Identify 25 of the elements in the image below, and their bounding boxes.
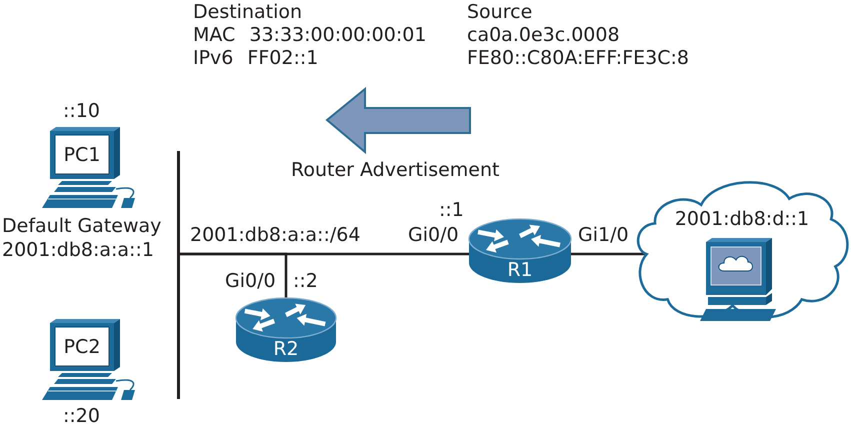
address-text: MAC 33:33:00:00:00:01 bbox=[193, 24, 426, 46]
ip-address: 2001:db8:d::1 bbox=[674, 208, 810, 230]
ip-address: ::1 bbox=[439, 199, 464, 221]
edge-label: 2001:db8:a:a::/64 bbox=[190, 224, 360, 246]
device-label: PC1 bbox=[64, 144, 100, 166]
arrow-caption: Router Advertisement bbox=[291, 159, 500, 181]
ip-address: ::10 bbox=[63, 100, 100, 122]
device-label: PC2 bbox=[64, 336, 100, 358]
interface-label: Gi0/0 bbox=[408, 224, 459, 246]
device-label: R1 bbox=[507, 259, 533, 281]
address-text: ca0a.0e3c.0008 bbox=[467, 24, 620, 46]
router bbox=[235, 297, 337, 363]
connection-line bbox=[571, 252, 647, 256]
ip-address: ::2 bbox=[293, 270, 318, 292]
router bbox=[468, 218, 572, 284]
interface-label: Gi0/0 bbox=[225, 270, 276, 292]
address-text: IPv6 FF02::1 bbox=[193, 47, 318, 69]
column-heading: Destination bbox=[193, 1, 302, 23]
network-segment bbox=[177, 151, 180, 399]
address-text: FE80::C80A:EFF:FE3C:8 bbox=[467, 47, 689, 69]
column-heading: Source bbox=[467, 1, 532, 23]
ip-address: ::20 bbox=[63, 405, 100, 427]
gateway-address: Default Gateway 2001:db8:a:a::1 bbox=[2, 214, 162, 262]
interface-label: Gi1/0 bbox=[578, 224, 629, 246]
device-label: R2 bbox=[273, 338, 299, 360]
